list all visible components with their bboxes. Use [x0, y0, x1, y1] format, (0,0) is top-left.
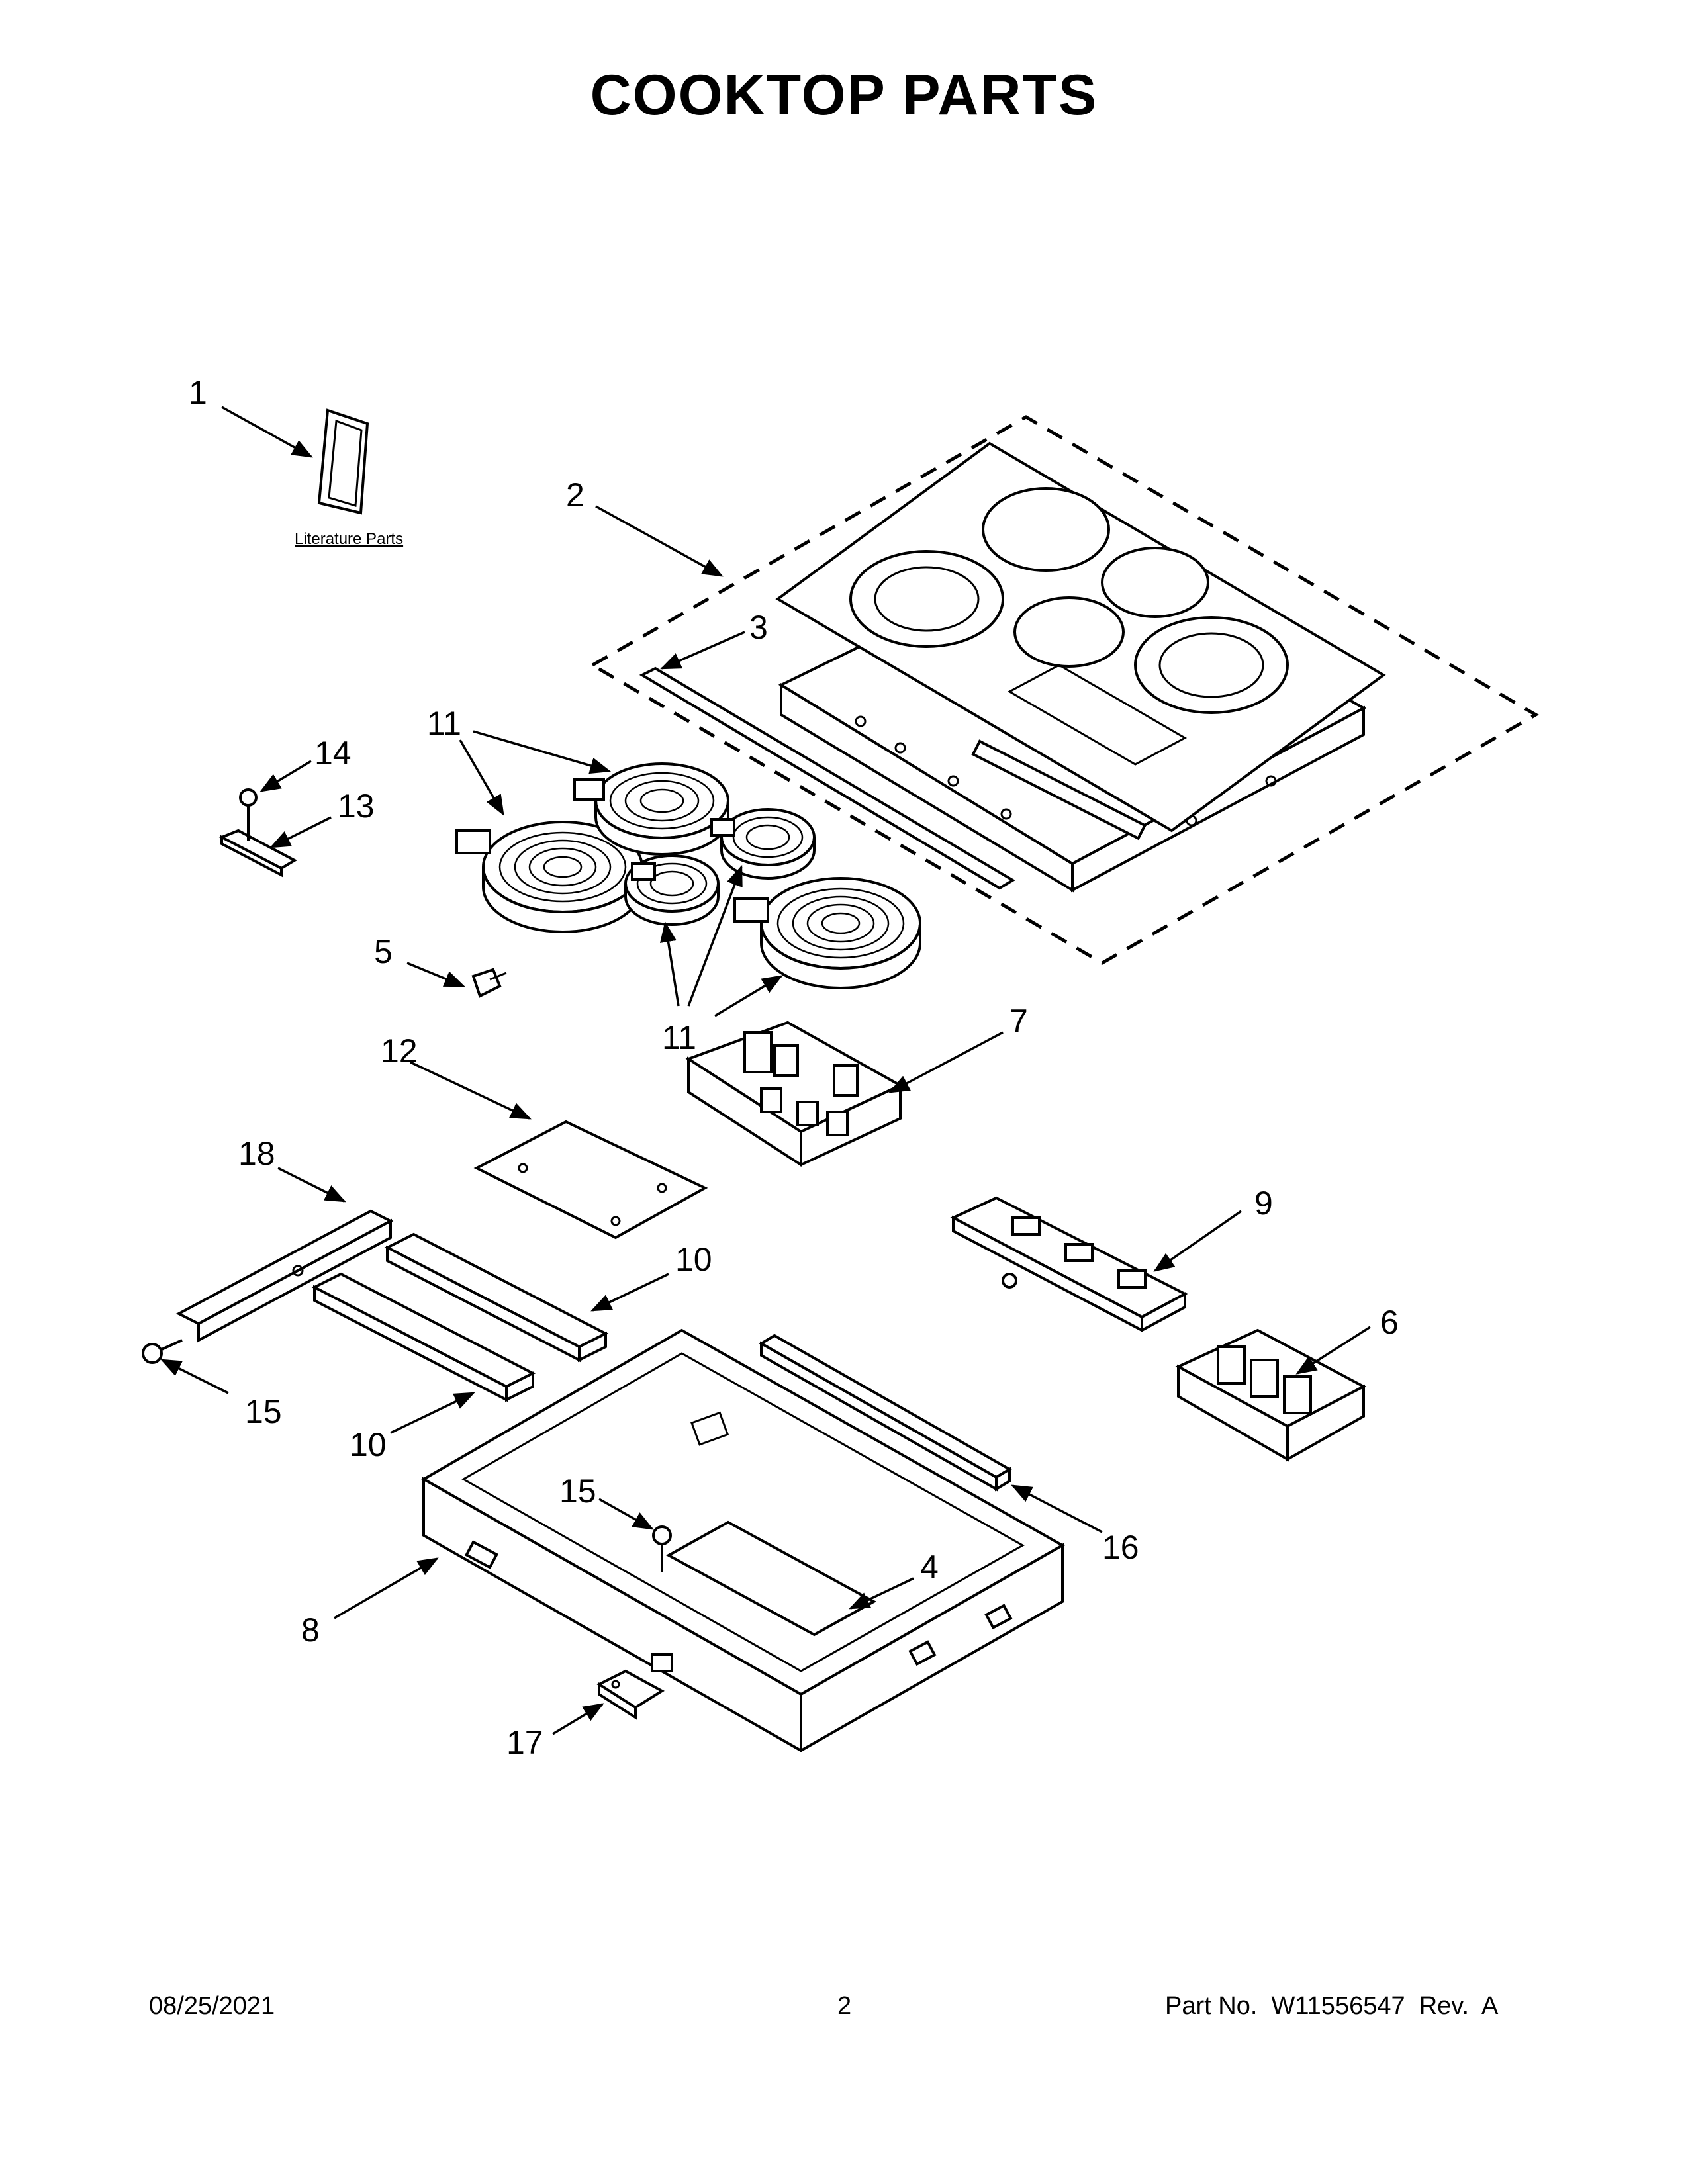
- callout-12: 12: [381, 1032, 418, 1069]
- callout-10b: 10: [350, 1426, 387, 1463]
- heat-shield-plate: [473, 1120, 708, 1240]
- radiant-element-medium-back: [573, 762, 729, 856]
- callout-1-leader: [221, 406, 313, 458]
- callout-6-leader: [1295, 1326, 1371, 1375]
- footer-page-number: 2: [837, 1992, 852, 2020]
- callout-11a-leader-2: [459, 739, 504, 816]
- page-title: COOKTOP PARTS: [590, 64, 1098, 127]
- radiant-element-large-right: [733, 877, 921, 989]
- callout-17: 17: [506, 1724, 543, 1761]
- callout-9: 9: [1254, 1185, 1273, 1222]
- callout-13: 13: [338, 788, 375, 825]
- callout-15a-leader: [160, 1359, 229, 1394]
- callout-11b: 11: [662, 1019, 696, 1056]
- callout-12-leader: [410, 1061, 532, 1120]
- callout-15b: 15: [559, 1473, 596, 1510]
- callout-2: 2: [566, 477, 585, 514]
- literature-parts-label: Literature Parts: [295, 530, 403, 548]
- callout-15b-leader: [598, 1498, 654, 1530]
- callout-11a-leader-1: [473, 730, 612, 774]
- radiant-element-small-front: [624, 854, 720, 926]
- callout-4: 4: [920, 1549, 939, 1586]
- callout-6: 6: [1380, 1304, 1399, 1341]
- rail-upper: [384, 1232, 609, 1363]
- glass-cooktop-assembly: [589, 415, 1539, 965]
- user-interface-board: [950, 1196, 1188, 1333]
- base-pan: [420, 1328, 1066, 1753]
- cord-clamp-plate: [596, 1653, 673, 1720]
- callout-5-leader: [406, 962, 465, 987]
- power-board: [685, 1021, 904, 1167]
- callout-11b-leader-1: [660, 921, 680, 1007]
- callout-13-leader: [269, 816, 332, 848]
- literature-part: Literature Parts: [295, 408, 403, 548]
- callout-16: 16: [1102, 1529, 1139, 1566]
- callout-1: 1: [189, 374, 207, 411]
- screw-left: [142, 1339, 183, 1364]
- callout-5: 5: [374, 933, 393, 970]
- callout-10a-leader: [590, 1273, 669, 1312]
- callout-15a: 15: [245, 1393, 282, 1430]
- gasket-strip: [639, 666, 1015, 890]
- callout-3-leader: [660, 631, 745, 670]
- callout-4-leader: [849, 1577, 914, 1610]
- radiant-element-large-left: [455, 821, 643, 933]
- callout-2-leader: [595, 505, 724, 577]
- callout-16-leader: [1011, 1484, 1103, 1533]
- callout-18-leader: [277, 1167, 346, 1203]
- callout-10a: 10: [675, 1241, 712, 1278]
- rail-lower: [311, 1272, 536, 1402]
- callout-11a: 11: [427, 705, 461, 742]
- callout-8: 8: [301, 1612, 320, 1649]
- left-channel-bracket: [175, 1209, 394, 1343]
- footer-date: 08/25/2021: [149, 1992, 275, 2020]
- callout-17-leader: [552, 1703, 604, 1735]
- radiant-element-small-right: [710, 808, 816, 880]
- callout-10b-leader: [390, 1392, 475, 1434]
- callout-18: 18: [238, 1135, 275, 1172]
- callout-14-leader: [259, 760, 312, 792]
- callout-7-leader: [888, 1031, 1004, 1093]
- screw-top: [239, 788, 258, 841]
- callout-11b-leader-2: [687, 865, 743, 1007]
- relay-board: [1175, 1328, 1367, 1462]
- callout-11b-leader-3: [714, 975, 783, 1017]
- footer-part-number: Part No. W11556547 Rev. A: [1165, 1992, 1499, 2020]
- screw-pan: [652, 1525, 672, 1572]
- callout-9-leader: [1153, 1210, 1242, 1272]
- callout-8-leader: [334, 1557, 439, 1619]
- callout-7: 7: [1009, 1003, 1028, 1040]
- sensor-clip: [471, 968, 502, 998]
- callout-3: 3: [749, 609, 768, 646]
- callout-14: 14: [314, 735, 352, 772]
